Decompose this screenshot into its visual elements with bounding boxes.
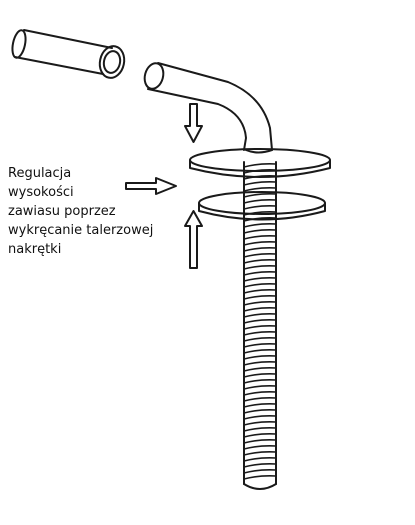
- bolt-thread: [243, 373, 277, 378]
- bolt-thread: [243, 415, 277, 420]
- bolt-thread: [243, 199, 277, 204]
- bolt-thread: [243, 283, 277, 288]
- arrow-down-icon: [184, 103, 203, 143]
- bolt-thread: [243, 163, 277, 168]
- bolt-thread: [243, 409, 277, 414]
- bolt-thread: [243, 469, 277, 474]
- bolt-thread: [243, 235, 277, 240]
- arrow-right-icon: [125, 177, 177, 195]
- caption-line-2: wysokości: [8, 185, 74, 200]
- bolt-thread: [243, 229, 277, 234]
- bolt-thread: [243, 463, 277, 468]
- bolt-thread: [243, 301, 277, 306]
- bolt-thread: [243, 367, 277, 372]
- bolt-thread: [243, 451, 277, 456]
- plate-nut: [198, 191, 326, 221]
- bolt-thread: [243, 439, 277, 444]
- bolt-thread: [243, 307, 277, 312]
- bolt-thread: [243, 337, 277, 342]
- hinge-arm: [143, 62, 273, 154]
- bolt-thread: [243, 211, 277, 216]
- bolt-thread: [243, 475, 277, 480]
- bolt-thread: [243, 277, 277, 282]
- bolt-thread: [243, 313, 277, 318]
- bolt-thread: [243, 397, 277, 402]
- hinge-pin-detached: [11, 29, 126, 79]
- bolt-thread: [243, 343, 277, 348]
- bolt-thread: [243, 445, 277, 450]
- bolt-thread: [243, 223, 277, 228]
- bolt-thread: [243, 265, 277, 270]
- bolt-thread: [243, 253, 277, 258]
- bolt-thread: [243, 433, 277, 438]
- arrow-up-icon: [184, 210, 203, 269]
- bolt-thread: [243, 295, 277, 300]
- bolt-thread: [243, 271, 277, 276]
- bolt-thread: [243, 427, 277, 432]
- bolt-thread: [243, 205, 277, 210]
- bolt-thread: [243, 325, 277, 330]
- caption-line-1: Regulacja: [8, 166, 72, 181]
- bolt-thread: [243, 349, 277, 354]
- bolt-thread: [243, 259, 277, 264]
- bolt-thread: [243, 361, 277, 366]
- bolt-thread: [243, 217, 277, 222]
- caption-line-4: wykręcanie talerzowej: [8, 223, 154, 238]
- bolt-thread: [243, 319, 277, 324]
- threaded-bolt: [243, 161, 277, 490]
- bolt-thread: [243, 289, 277, 294]
- bolt-thread: [243, 391, 277, 396]
- bolt-thread: [243, 247, 277, 252]
- bolt-thread: [243, 421, 277, 426]
- caption-line-3: zawiasu poprzez: [8, 204, 116, 219]
- caption-line-5: nakrętki: [8, 242, 62, 257]
- bolt-thread: [243, 385, 277, 390]
- bolt-thread: [243, 169, 277, 174]
- bolt-thread: [243, 181, 277, 186]
- bolt-thread: [243, 193, 277, 198]
- bolt-thread: [243, 403, 277, 408]
- bolt-thread: [243, 241, 277, 246]
- bolt-thread: [243, 355, 277, 360]
- bolt-thread: [243, 175, 277, 180]
- bolt-thread: [243, 457, 277, 462]
- bolt-thread: [243, 379, 277, 384]
- bolt-thread: [243, 331, 277, 336]
- bolt-thread: [243, 187, 277, 192]
- adjustment-caption: Regulacja wysokości zawiasu poprzez wykr…: [8, 164, 188, 259]
